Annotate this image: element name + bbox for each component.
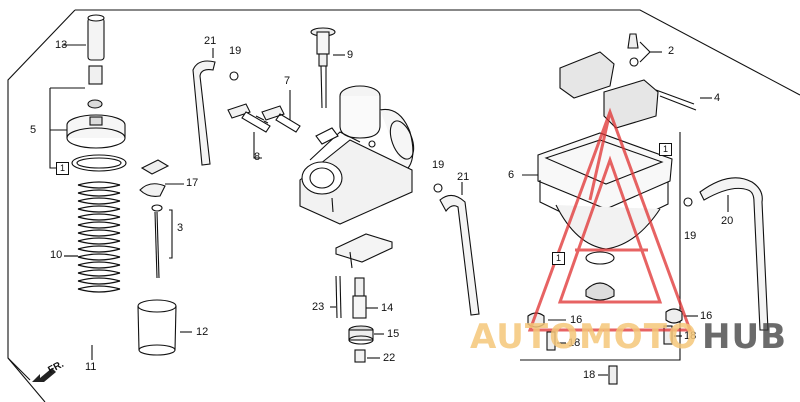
watermark-text-hub: HUB xyxy=(702,317,787,357)
callout-16-left: 16 xyxy=(570,314,583,326)
callout-18-b: 18 xyxy=(684,330,697,342)
callout-10: 10 xyxy=(50,249,63,261)
callout-16-right: 16 xyxy=(700,310,713,322)
frame-outline xyxy=(75,9,800,96)
part-20-overflow-hose xyxy=(699,177,769,331)
part-14-main-jet-holder xyxy=(352,277,378,319)
part-19-clip-b xyxy=(433,183,443,193)
front-arrow-icon xyxy=(32,368,56,382)
callout-18-c: 18 xyxy=(583,369,596,381)
callout-19-b: 19 xyxy=(432,159,445,171)
part-21-vent-hose-center xyxy=(439,182,480,316)
callout-11: 11 xyxy=(85,361,97,373)
callout-21-center: 21 xyxy=(457,171,470,183)
callout-6: 6 xyxy=(508,169,515,181)
part-18-screw-c xyxy=(598,365,618,385)
part-gasket-ring-inner xyxy=(76,157,122,169)
callout-9: 9 xyxy=(347,49,354,61)
part-15-main-jet xyxy=(348,325,384,345)
part-17-needle-clip xyxy=(139,159,184,197)
callout-4: 4 xyxy=(714,92,721,104)
callout-5: 5 xyxy=(30,124,37,136)
part-5-top-cap xyxy=(49,65,126,169)
callout-20: 20 xyxy=(721,215,734,227)
callout-3: 3 xyxy=(177,222,184,234)
callout-14: 14 xyxy=(381,302,394,314)
callout-2: 2 xyxy=(668,45,675,57)
part-19-clip-a xyxy=(229,71,239,81)
carburetor-body xyxy=(299,85,415,225)
part-21-vent-hose-left xyxy=(192,48,216,166)
part-12-throttle-slide xyxy=(137,299,192,356)
frame-left-edge xyxy=(7,9,76,402)
boxed-ref-1-bottom: 1 xyxy=(552,252,565,265)
boxed-ref-1-top: 1 xyxy=(659,143,672,156)
watermark-triangle-logo xyxy=(527,107,693,332)
part-float-bowl-plate xyxy=(335,233,393,269)
part-10-spring xyxy=(64,181,121,293)
part-8-air-screw xyxy=(227,103,271,159)
front-direction-marker: FR. xyxy=(30,359,80,386)
frame-bottom-left xyxy=(7,357,31,381)
boxed-ref-1-left: 1 xyxy=(56,162,69,175)
callout-19-a: 19 xyxy=(229,45,242,57)
callout-15: 15 xyxy=(387,328,400,340)
callout-8: 8 xyxy=(254,151,261,163)
callout-22: 22 xyxy=(383,352,396,364)
part-18-screw-b xyxy=(663,325,682,345)
callout-23: 23 xyxy=(312,301,325,313)
part-float-assembly xyxy=(559,51,712,129)
part-22-pilot-jet xyxy=(354,349,380,363)
watermark: AUTOMOTO HUB xyxy=(470,318,800,358)
part-2-float-valve xyxy=(627,33,662,67)
part-gasket-ring xyxy=(71,154,127,172)
callout-18-a: 18 xyxy=(568,337,581,349)
callout-19-c: 19 xyxy=(684,230,697,242)
callout-12: 12 xyxy=(196,326,209,338)
part-23-needle-jet xyxy=(330,275,342,319)
part-3-jet-needle xyxy=(151,204,173,279)
callout-13: 13 xyxy=(55,39,68,51)
callout-17: 17 xyxy=(186,177,199,189)
watermark-text-automoto: AUTOMOTO xyxy=(470,317,698,357)
part-13-cable-adjuster xyxy=(62,14,105,61)
part-18-screw-a xyxy=(546,331,566,351)
part-7-idle-screw xyxy=(261,90,301,133)
part-19-clip-c xyxy=(683,197,693,207)
callout-21-left: 21 xyxy=(204,35,217,47)
callout-7: 7 xyxy=(284,75,291,87)
frame-right-box xyxy=(520,132,681,361)
part-9-throttle-stop-screw xyxy=(310,27,345,109)
